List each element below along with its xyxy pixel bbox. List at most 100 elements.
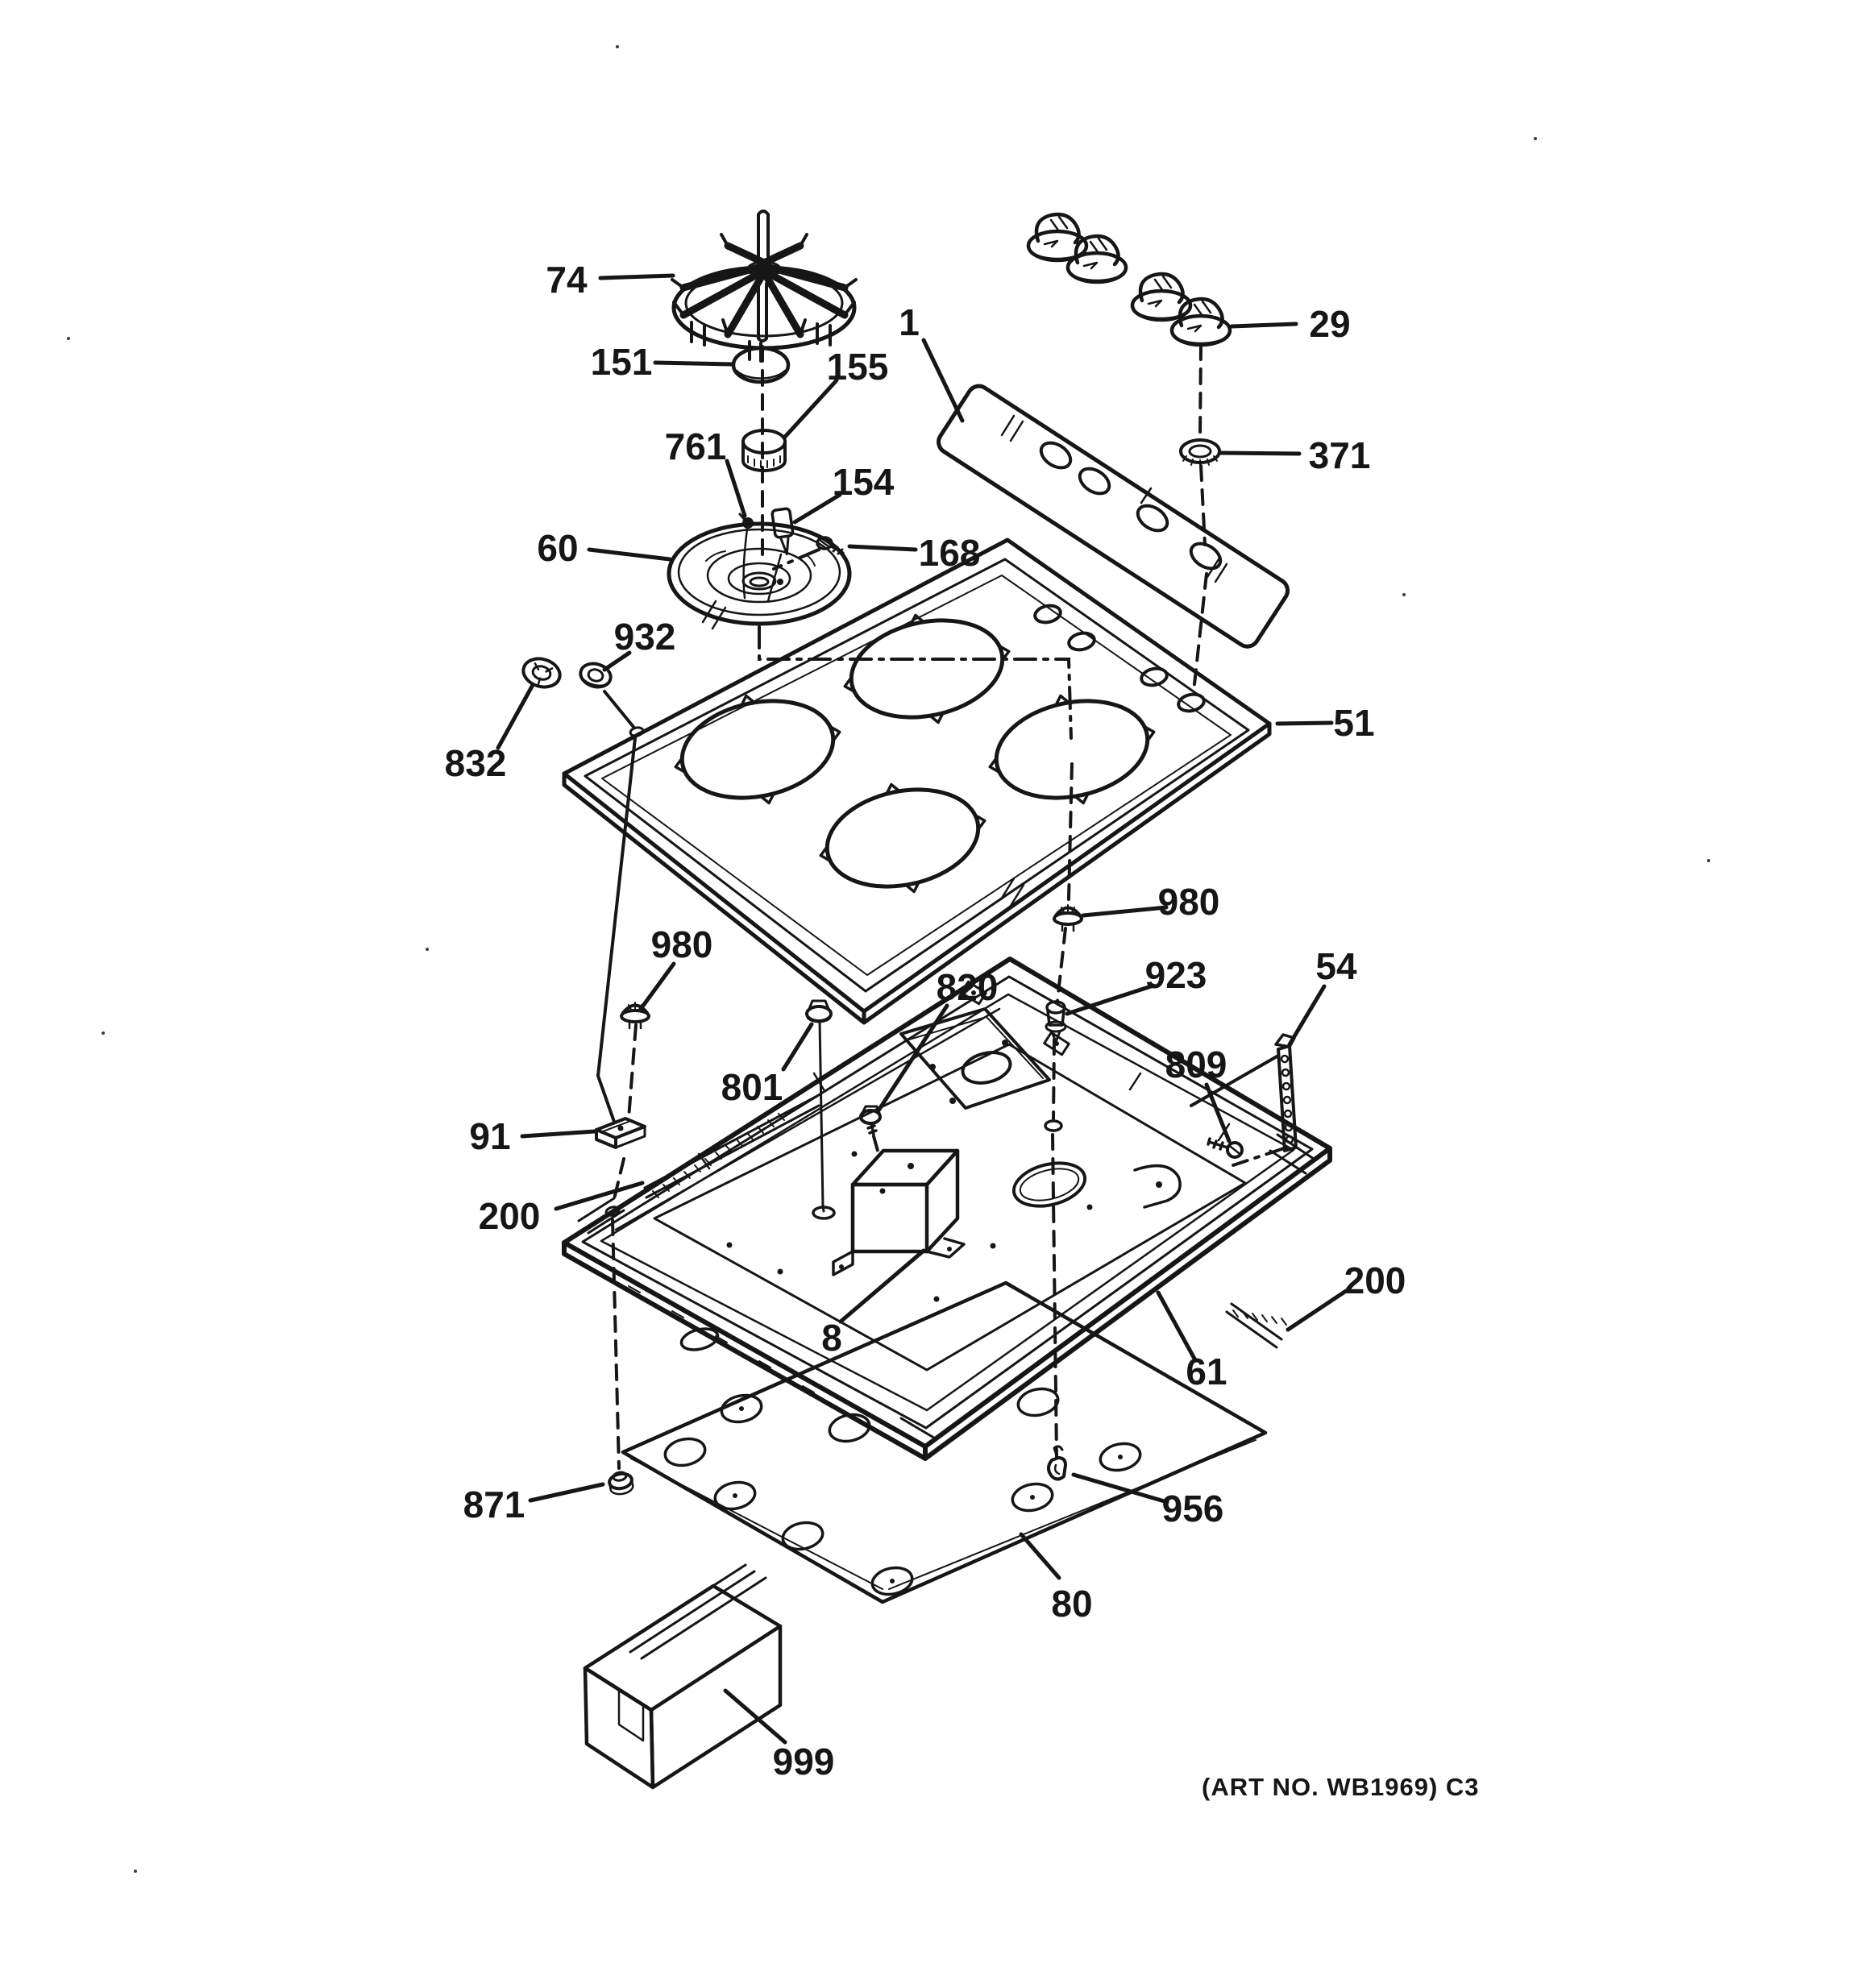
bracket-54-guide-bottom (1232, 1146, 1288, 1167)
callout-91-leader (520, 1129, 597, 1139)
callout-60-leader (587, 547, 672, 562)
callout-871: 871 (463, 1482, 605, 1525)
bracket-91 (595, 1117, 646, 1149)
callout-51-leader (1275, 720, 1334, 726)
callout-80-text: 80 (1051, 1583, 1092, 1625)
panel-holes (1039, 441, 1223, 571)
callout-371: 371 (1218, 434, 1371, 476)
callout-200-right-leader (1286, 1289, 1348, 1332)
callout-74-leader (598, 273, 675, 280)
callout-999-text: 999 (773, 1741, 835, 1783)
knob (1130, 272, 1193, 322)
callout-371-leader (1218, 450, 1302, 456)
callout-51-text: 51 (1333, 702, 1374, 744)
callout-200-right-text: 200 (1344, 1260, 1406, 1301)
callout-151-text: 151 (591, 341, 653, 383)
knob (1169, 297, 1232, 347)
callout-809-leader (1204, 1082, 1232, 1143)
callout-820: 820 (876, 966, 998, 1113)
callout-168-text: 168 (919, 532, 981, 574)
callout-980-left-text: 980 (651, 923, 713, 965)
burner-bowl (667, 521, 852, 626)
right-mount-chain-2 (1056, 927, 1067, 1002)
callout-980-right-leader (1081, 905, 1169, 918)
screw-820-axis (872, 1135, 879, 1152)
screw-168-guide (772, 548, 820, 571)
callout-809: 809 (1165, 1044, 1232, 1143)
knob (1026, 212, 1089, 263)
callout-932: 932 (602, 616, 676, 672)
control-knobs (1026, 212, 1232, 347)
callout-923-leader (1065, 983, 1156, 1016)
callout-980-right-text: 980 (1158, 881, 1220, 923)
callout-832-leader (496, 683, 535, 750)
callout-980-left-leader (638, 961, 676, 1011)
callout-91: 91 (469, 1115, 597, 1157)
callout-151: 151 (591, 341, 734, 383)
callout-1-text: 1 (899, 301, 920, 343)
callout-154-text: 154 (833, 461, 895, 503)
callout-154: 154 (792, 461, 895, 525)
nut-871 (608, 1471, 634, 1496)
panel-hole-to-cooktop (1192, 572, 1208, 693)
callout-932-text: 932 (614, 616, 676, 658)
callout-61-text: 61 (1186, 1351, 1227, 1392)
callout-761: 761 (665, 425, 747, 518)
stem-holes (1033, 604, 1206, 713)
support-rod-right (1225, 1302, 1287, 1349)
callout-80-leader (1019, 1532, 1061, 1580)
callout-168-leader (847, 544, 918, 552)
callout-801-leader (781, 1022, 814, 1072)
callout-1-leader (921, 338, 965, 423)
callout-80: 80 (1019, 1532, 1093, 1625)
callout-999: 999 (723, 1688, 835, 1783)
bottom-panel (621, 1280, 1268, 1604)
callout-980-left: 980 (638, 923, 713, 1011)
callout-999-leader (723, 1688, 787, 1745)
left-mount-chain-1 (627, 1023, 638, 1120)
callout-200-right: 200 (1286, 1260, 1406, 1332)
bracket-54-guide-top (1190, 1054, 1280, 1107)
control-panel (937, 384, 1290, 649)
burner-opening (843, 613, 1011, 724)
screw-809 (1207, 1137, 1244, 1159)
spark-module (832, 1148, 966, 1276)
electrode (766, 507, 795, 603)
callout-8-leader (838, 1248, 926, 1324)
assembly-connector-lines (596, 343, 1288, 1470)
burner-opening (674, 694, 841, 805)
callout-200-left-text: 200 (479, 1195, 541, 1237)
callout-371-text: 371 (1309, 434, 1371, 476)
burner-opening (988, 694, 1156, 805)
left-mount-guide (596, 737, 637, 1123)
left-mount-chain-2 (612, 1157, 625, 1204)
cooktop-main-top (562, 537, 1272, 1025)
callout-155-text: 155 (827, 346, 889, 388)
callout-54-leader (1287, 984, 1327, 1047)
right-mount-chain-1 (1067, 762, 1074, 901)
callout-956: 956 (1071, 1472, 1224, 1529)
left-mount-chain-3 (611, 1218, 621, 1470)
callout-168: 168 (847, 532, 981, 574)
callout-29-leader (1229, 322, 1298, 329)
callout-1: 1 (899, 301, 965, 423)
callout-871-leader (528, 1482, 605, 1503)
knob-retainer-ring (1179, 438, 1221, 467)
callout-154-leader (792, 492, 842, 525)
right-mount-chain-3 (1052, 1038, 1056, 1120)
callout-8: 8 (821, 1248, 926, 1359)
callout-980-right: 980 (1081, 881, 1220, 923)
callout-200-left: 200 (479, 1181, 645, 1237)
callout-54: 54 (1287, 945, 1357, 1047)
callout-91-text: 91 (469, 1115, 510, 1157)
ring-to-panel-hole (1199, 464, 1207, 546)
callout-155-leader (783, 378, 839, 439)
callout-801: 801 (721, 1022, 814, 1108)
washer-932 (579, 662, 613, 689)
bracket-54 (1274, 1033, 1298, 1152)
right-mount-chain-4 (1051, 1133, 1058, 1459)
callout-801-text: 801 (721, 1066, 783, 1108)
callout-956-text: 956 (1162, 1488, 1224, 1529)
callout-74-text: 74 (546, 259, 588, 301)
